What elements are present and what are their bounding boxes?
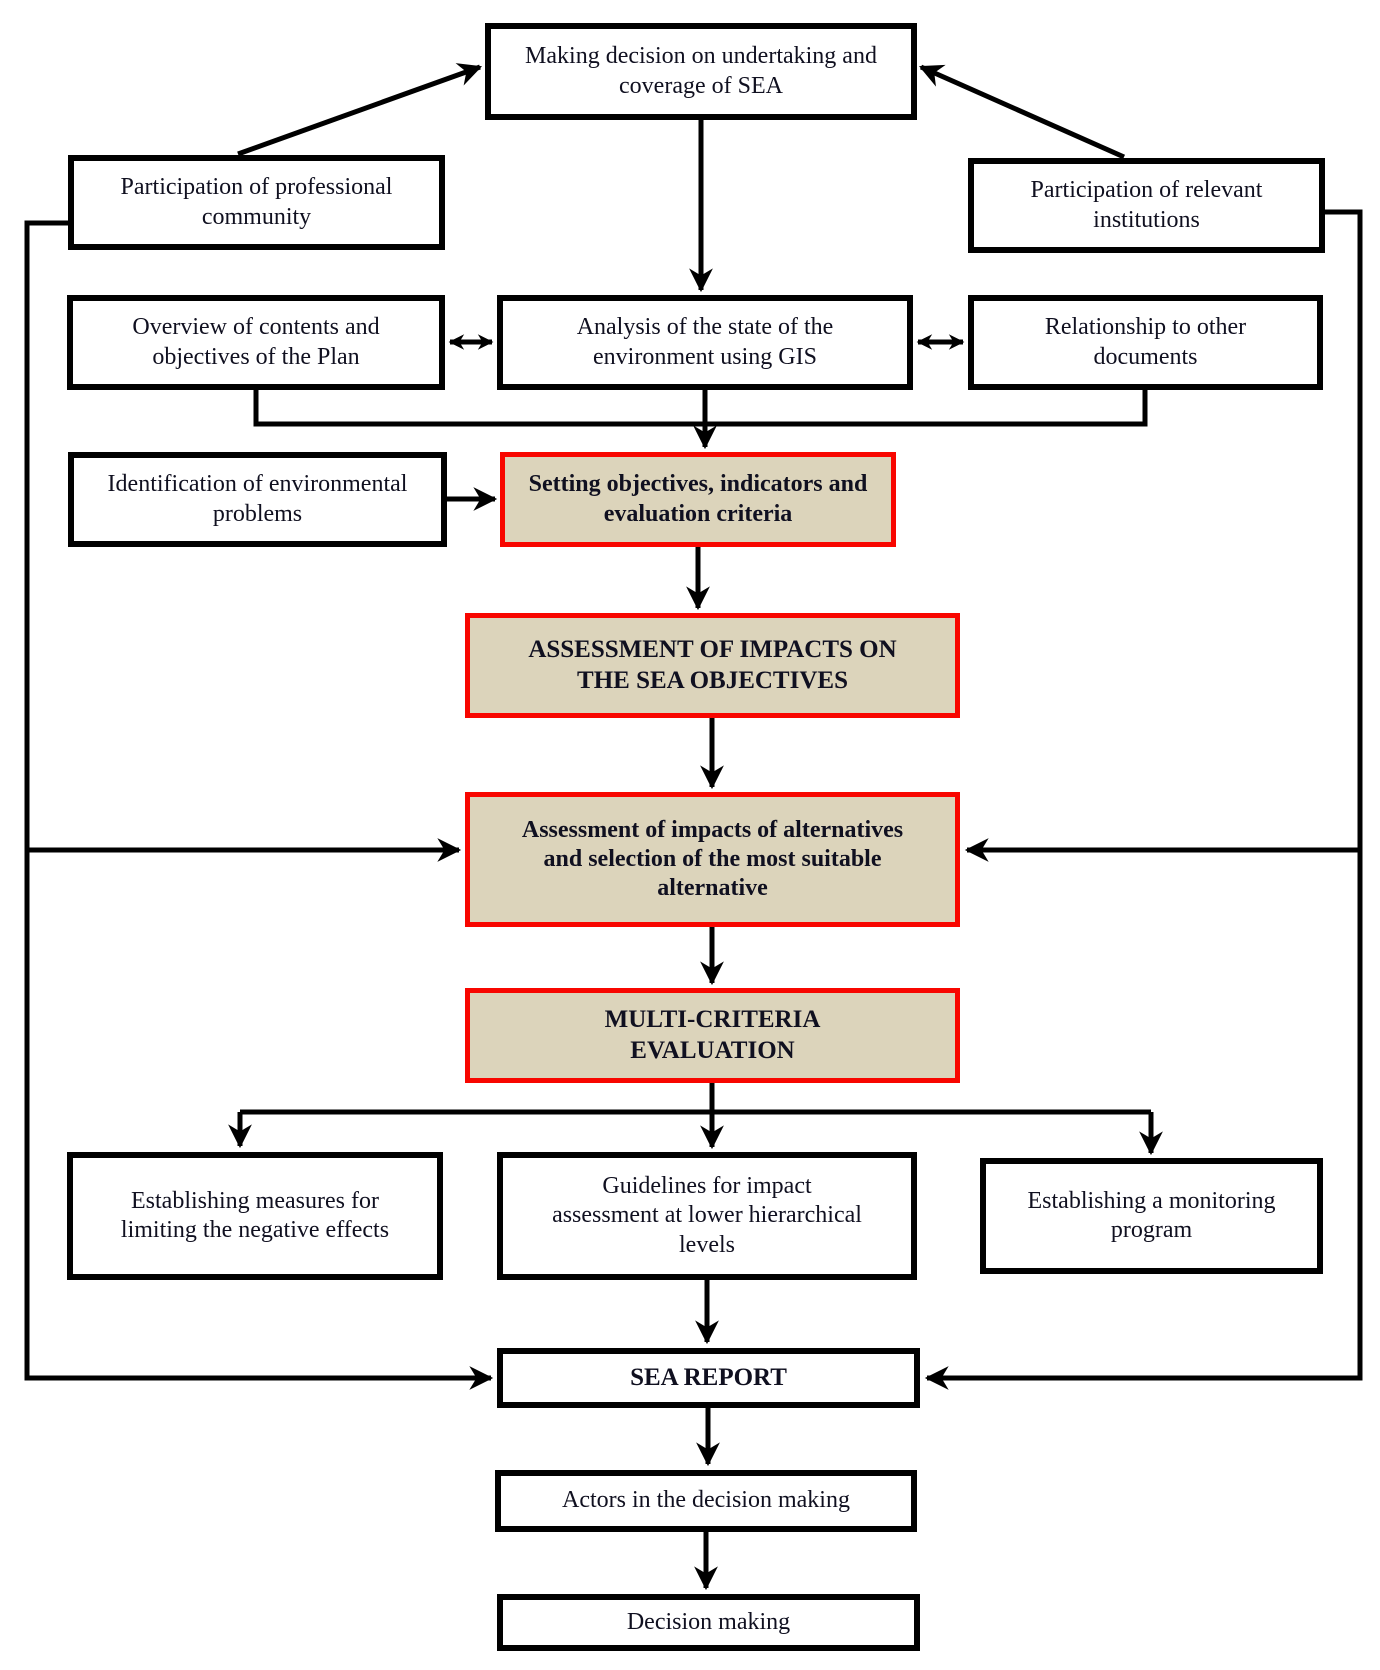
box-participation-institutions: Participation of relevant institutions xyxy=(968,158,1325,253)
box-actors-decision-making: Actors in the decision making xyxy=(495,1470,917,1532)
box-participation-professional: Participation of professional community xyxy=(68,155,445,250)
box-establishing-monitoring: Establishing a monitoring program xyxy=(980,1158,1323,1274)
line-professional-to-seareport xyxy=(24,220,494,1390)
box-setting-objectives: Setting objectives, indicators and evalu… xyxy=(500,452,896,547)
box-overview-contents: Overview of contents and objectives of t… xyxy=(67,295,445,390)
box-assessment-impacts: ASSESSMENT OF IMPACTS ON THE SEA OBJECTI… xyxy=(465,613,960,718)
box-analysis-gis: Analysis of the state of the environment… xyxy=(497,295,913,390)
box-decision-making: Decision making xyxy=(497,1594,920,1651)
line-institutions-to-seareport xyxy=(924,209,1363,1390)
arrow-institutions-to-making xyxy=(919,64,1126,160)
box-relationship-documents: Relationship to other documents xyxy=(968,295,1323,390)
line-overview-relationship-merge xyxy=(253,390,1148,427)
box-sea-report: SEA REPORT xyxy=(497,1348,920,1408)
box-establishing-measures: Establishing measures for limiting the n… xyxy=(67,1152,443,1280)
box-making-decision: Making decision on undertaking and cover… xyxy=(485,23,917,120)
arrow-professional-to-making xyxy=(237,63,483,157)
box-guidelines-lower-levels: Guidelines for impact assessment at lowe… xyxy=(497,1152,917,1280)
box-identification-problems: Identification of environmental problems xyxy=(68,452,447,547)
box-assessment-alternatives: Assessment of impacts of alternatives an… xyxy=(465,792,960,927)
box-multi-criteria-evaluation: MULTI-CRITERIA EVALUATION xyxy=(465,988,960,1083)
